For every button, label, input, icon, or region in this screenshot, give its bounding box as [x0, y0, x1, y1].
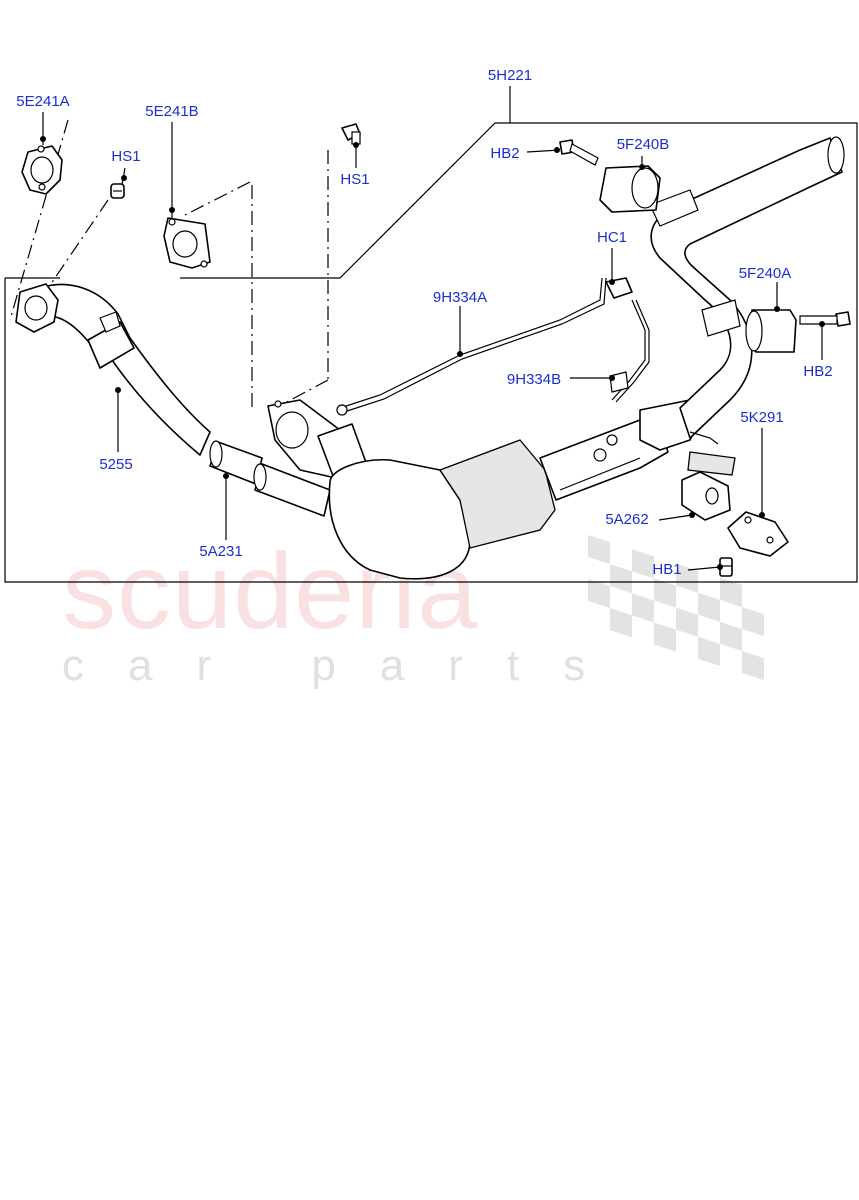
label-5E241B[interactable]: 5E241B: [145, 103, 198, 120]
stud-HS1-right: [341, 123, 361, 145]
bolt-HB2-right: [799, 311, 851, 327]
label-5255[interactable]: 5255: [99, 456, 132, 473]
assembly-frame: [4, 86, 858, 583]
label-5A262[interactable]: 5A262: [605, 511, 648, 528]
label-5H221[interactable]: 5H221: [488, 67, 532, 84]
bracket-5A262: [681, 451, 736, 521]
gasket-5E241A: [21, 145, 63, 195]
front-downpipe-5255: [15, 283, 211, 456]
leader-dots: [40, 136, 825, 570]
catalyst-dpf-assembly: [267, 399, 701, 580]
label-HB2-top[interactable]: HB2: [490, 145, 519, 162]
label-HB2-right[interactable]: HB2: [803, 363, 832, 380]
stud-HS1-left: [110, 183, 125, 199]
sensor-pipes: [336, 277, 650, 416]
label-5F240B[interactable]: 5F240B: [617, 136, 670, 153]
mounting-rubber-5F240A: [745, 309, 797, 353]
gasket-5E241B: [163, 217, 211, 269]
label-HS1-left[interactable]: HS1: [111, 148, 140, 165]
label-HC1[interactable]: HC1: [597, 229, 627, 246]
label-9H334B[interactable]: 9H334B: [507, 371, 561, 388]
mounting-rubber-5F240B: [599, 165, 661, 213]
bracket-5K291: [689, 431, 789, 557]
label-HB1[interactable]: HB1: [652, 561, 681, 578]
tail-pipe: [649, 136, 845, 439]
label-9H334A[interactable]: 9H334A: [433, 289, 487, 306]
part-labels: 5H221 5E241A 5E241B HS1 HS1 HB2 5F240B H…: [16, 67, 832, 578]
watermark-tagline: car parts: [62, 641, 629, 690]
checkered-flag-icon: [588, 535, 764, 681]
label-5F240A[interactable]: 5F240A: [739, 265, 792, 282]
label-5A231[interactable]: 5A231: [199, 543, 242, 560]
sleeve-5A231: [209, 440, 331, 517]
label-5K291[interactable]: 5K291: [740, 409, 783, 426]
label-HS1-right[interactable]: HS1: [340, 171, 369, 188]
label-5E241A[interactable]: 5E241A: [16, 93, 69, 110]
bolt-HB2-top: [559, 139, 599, 166]
